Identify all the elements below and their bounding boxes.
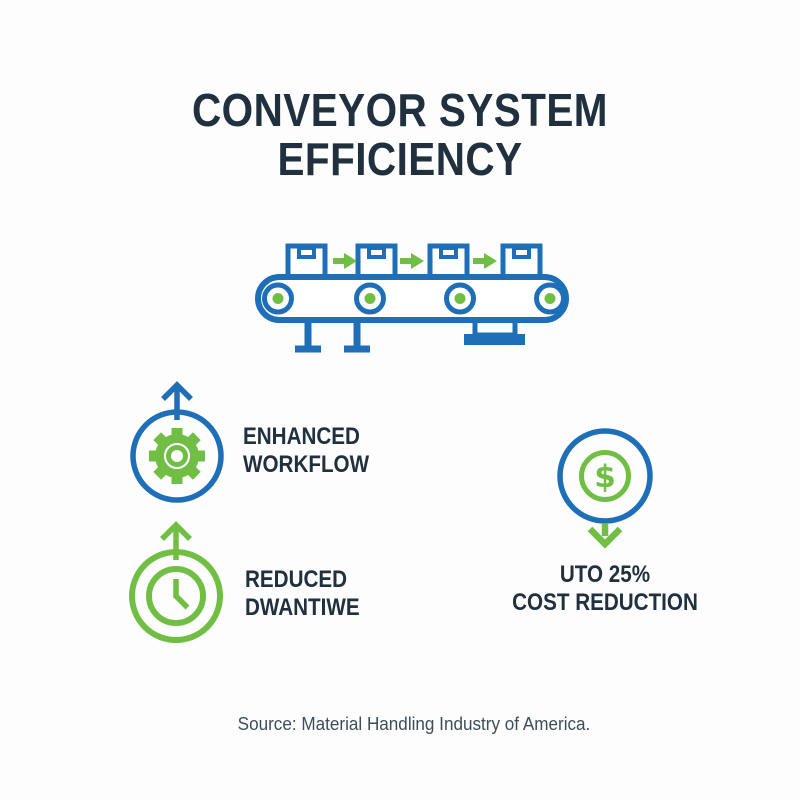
flow-arrow-right-icon — [400, 253, 424, 269]
flow-arrow-right-icon — [333, 253, 357, 269]
source-attribution: Source: Material Handling Industry of Am… — [237, 714, 591, 734]
conveyor-box — [500, 243, 543, 280]
dollar-coin-icon: $ — [579, 450, 631, 502]
up-arrow-icon — [161, 381, 193, 420]
dollar-sign: $ — [594, 459, 616, 495]
page-title: CONVEYOR SYSTEM EFFICIENCY — [48, 86, 752, 184]
conveyor-illustration — [248, 230, 582, 360]
conveyor-belt-icon — [255, 243, 569, 353]
gear-icon — [149, 428, 205, 484]
conveyor-box — [427, 243, 470, 280]
feature-label-line: DWANTIWE — [245, 593, 360, 621]
conveyor-box — [285, 243, 328, 280]
belt-roller — [444, 282, 476, 315]
feature-label-reduced-downtime: REDUCED DWANTIWE — [245, 566, 360, 621]
clock-up-arrow-icon — [124, 521, 228, 653]
feature-label-line: WORKFLOW — [243, 450, 370, 478]
feature-label-line: COST REDUCTION — [512, 588, 698, 616]
feature-label-cost-reduction: UTO 25% COST REDUCTION — [485, 561, 726, 616]
gear-up-arrow-icon — [125, 381, 229, 513]
belt-body — [255, 274, 569, 323]
conveyor-box — [355, 243, 398, 280]
belt-roller — [262, 282, 294, 315]
belt-roller — [354, 282, 386, 315]
belt-roller — [534, 282, 566, 315]
dollar-down-arrow-icon: $ — [553, 424, 657, 555]
page-title-line-2: EFFICIENCY — [277, 133, 523, 185]
feature-label-line: REDUCED — [245, 566, 348, 593]
flow-arrow-right-icon — [473, 253, 497, 269]
feature-label-enhanced-workflow: ENHANCED WORKFLOW — [243, 423, 369, 478]
feature-label-line: ENHANCED — [243, 423, 360, 450]
feature-circle — [557, 428, 653, 524]
down-arrow-icon — [587, 524, 623, 549]
feature-circle — [129, 549, 223, 643]
clock-icon — [146, 566, 206, 626]
conveyor-leg — [295, 320, 321, 353]
feature-label-line: UTO 25% — [559, 561, 651, 588]
page-title-line-1: CONVEYOR SYSTEM — [192, 84, 608, 136]
conveyor-leg — [344, 320, 370, 353]
feature-circle — [130, 409, 224, 503]
